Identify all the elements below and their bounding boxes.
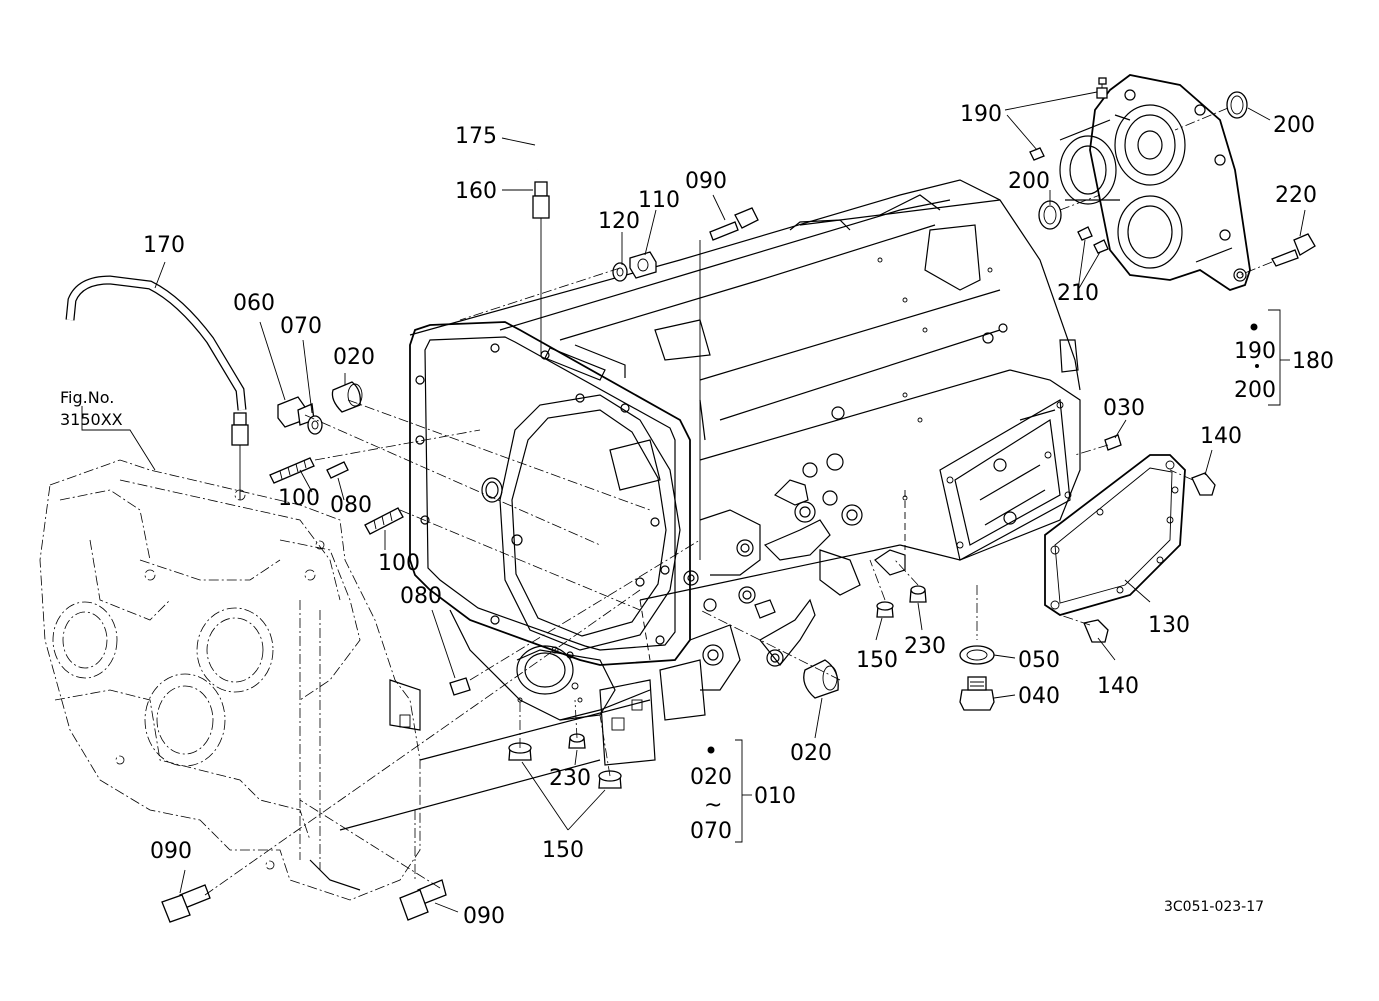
group-marker-dot <box>707 746 715 754</box>
callout-150-bot: 150 <box>542 838 584 863</box>
callout-060: 060 <box>233 291 275 316</box>
callout-070: 070 <box>280 314 322 339</box>
callout-190-group: 190 <box>1234 339 1276 364</box>
callout-140-bot: 140 <box>1097 674 1139 699</box>
callout-200-top: 200 <box>1273 113 1315 138</box>
callout-175: 175 <box>455 124 497 149</box>
callout-090-top: 090 <box>685 169 727 194</box>
rear-cover-assembly <box>1059 74 1251 291</box>
callout-080-a: 080 <box>330 493 372 518</box>
callout-labels: 175 160 170 120 110 090 060 070 020 Fig.… <box>60 102 1334 929</box>
callout-200-group: 200 <box>1234 378 1276 403</box>
callout-080-b: 080 <box>400 584 442 609</box>
callout-200-mid: 200 <box>1008 169 1050 194</box>
callout-160: 160 <box>455 179 497 204</box>
callout-230-mid: 230 <box>904 634 946 659</box>
callout-190-top: 190 <box>960 102 1002 127</box>
callout-120: 120 <box>598 209 640 234</box>
callout-230-bot: 230 <box>549 766 591 791</box>
callout-020-mid: 020 <box>790 741 832 766</box>
group-marker-dot <box>1250 323 1258 331</box>
callout-020-top: 020 <box>333 345 375 370</box>
range-tilde: ~ <box>704 793 722 818</box>
callout-040: 040 <box>1018 684 1060 709</box>
callout-100-b: 100 <box>378 551 420 576</box>
callout-050: 050 <box>1018 648 1060 673</box>
callout-100-a: 100 <box>278 486 320 511</box>
callout-210: 210 <box>1057 281 1099 306</box>
callout-010: 010 <box>754 784 796 809</box>
callout-170: 170 <box>143 233 185 258</box>
callout-090-bot: 090 <box>463 904 505 929</box>
callout-110: 110 <box>638 188 680 213</box>
drawing-code: 3C051-023-17 <box>1164 899 1264 915</box>
group-marker-dot-small <box>1255 364 1259 368</box>
fig-no-value: 3150XX <box>60 410 123 429</box>
callout-130: 130 <box>1148 613 1190 638</box>
callout-030: 030 <box>1103 396 1145 421</box>
leader-lines <box>81 91 1306 913</box>
assembly-lines <box>204 107 1273 896</box>
fig-no-label: Fig.No. <box>60 388 114 407</box>
small-parts <box>65 88 1316 923</box>
callout-140-top: 140 <box>1200 424 1242 449</box>
callout-150-mid: 150 <box>856 648 898 673</box>
callout-220: 220 <box>1275 183 1317 208</box>
side-cover-plate <box>1044 454 1186 616</box>
bell-housing-flange <box>409 321 691 721</box>
callout-180: 180 <box>1292 349 1334 374</box>
transmission-case <box>309 179 1081 891</box>
callout-020-group: 020 <box>690 765 732 790</box>
callout-090-left: 090 <box>150 839 192 864</box>
callout-070-group: 070 <box>690 819 732 844</box>
front-housing-reference <box>39 459 421 901</box>
